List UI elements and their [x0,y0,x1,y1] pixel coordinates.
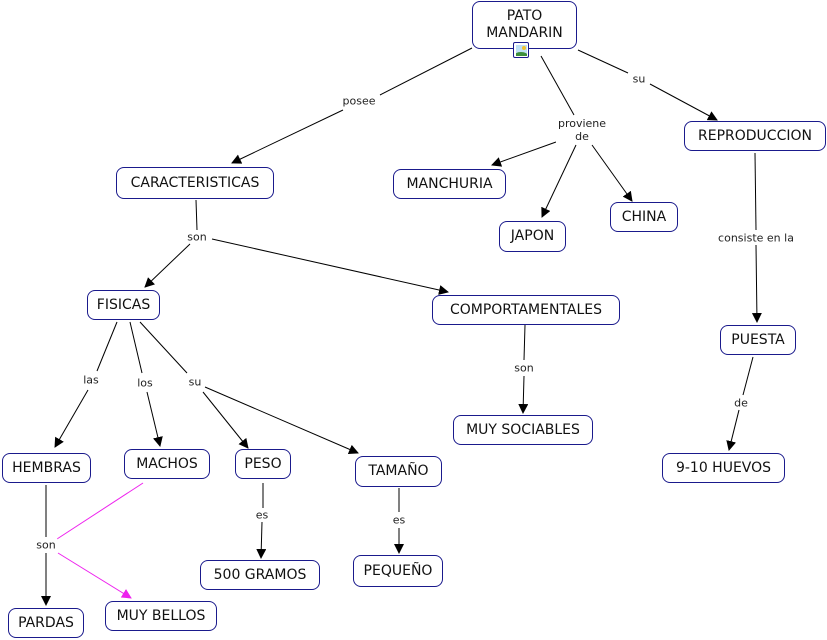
link-line [96,321,118,372]
link-line [129,321,143,374]
concept-muy-bellos[interactable]: MUY BELLOS [105,601,217,631]
concept-puesta[interactable]: PUESTA [720,325,796,355]
concept-fisicas[interactable]: FISICAS [87,290,160,320]
link-label-son[interactable]: son [512,361,536,375]
link-line [204,386,359,455]
link-label-es[interactable]: es [253,508,271,522]
concept-pardas[interactable]: PARDAS [8,608,84,638]
link-line [195,199,198,231]
concept-reproduccion[interactable]: REPRODUCCION [684,121,826,151]
link-line [754,152,757,231]
concept-japon[interactable]: JAPON [499,221,566,252]
concept-9-10-huevos[interactable]: 9-10 HUEVOS [662,453,785,483]
highlight-link-line [56,482,144,540]
concept-pato-mandarin[interactable]: PATO MANDARIN [472,1,577,49]
link-line [231,109,344,164]
concept-machos[interactable]: MACHOS [124,449,210,479]
link-line [742,356,754,396]
concept-pequeno[interactable]: PEQUEÑO [353,555,443,587]
link-line [523,324,526,361]
link-label-proviene-de[interactable]: proviene de [555,117,609,143]
link-label-las[interactable]: las [81,373,101,387]
link-line [518,375,529,414]
link-label-su[interactable]: su [186,375,204,389]
link-label-son[interactable]: son [185,230,209,244]
link-label-su[interactable]: su [630,72,648,86]
concept-caracteristicas[interactable]: CARACTERISTICAS [116,167,274,199]
concept-tamano[interactable]: TAMAÑO [355,456,442,487]
link-label-es[interactable]: es [390,513,408,527]
link-line [256,521,267,559]
concept-500-gramos[interactable]: 500 GRAMOS [200,560,320,590]
concept-manchuria[interactable]: MANCHURIA [393,169,506,199]
link-line [541,144,577,218]
link-line [211,238,449,295]
link-line [726,409,740,451]
image-icon[interactable] [513,42,529,58]
link-line [202,391,249,449]
link-line [139,321,188,374]
link-label-los[interactable]: los [135,376,155,390]
concept-china[interactable]: CHINA [610,202,678,232]
link-label-de[interactable]: de [732,396,750,410]
link-line [540,55,575,116]
link-line [54,389,89,448]
concept-hembras[interactable]: HEMBRAS [2,453,91,483]
link-line [144,243,191,288]
highlight-link-line [57,552,132,599]
link-line [146,391,163,447]
link-label-posee[interactable]: posee [340,94,378,108]
concept-muy-sociables[interactable]: MUY SOCIABLES [453,415,593,445]
link-line [379,47,473,96]
link-line [751,244,762,323]
link-line [591,144,633,202]
concept-comportamentales[interactable]: COMPORTAMENTALES [432,295,620,325]
link-label-son[interactable]: son [34,538,58,552]
link-line [491,141,557,167]
concept-peso[interactable]: PESO [235,449,291,479]
link-line [577,49,629,74]
link-label-consiste-en-la[interactable]: consiste en la [716,231,796,245]
link-line [649,83,718,121]
